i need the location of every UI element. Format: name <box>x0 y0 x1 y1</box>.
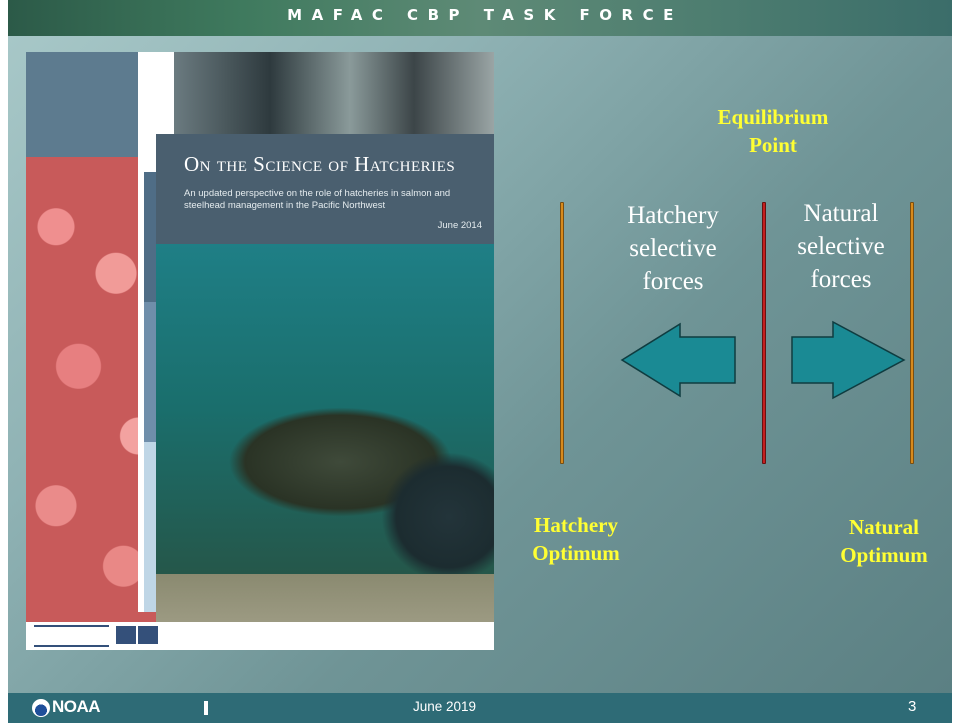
report-cover-image: On the Science of Hatcheries An updated … <box>26 52 494 650</box>
cover-corner-bar <box>26 52 146 157</box>
cover-subtitle: An updated perspective on the role of ha… <box>184 188 451 211</box>
footer-separator <box>204 701 208 715</box>
hatchery-optimum-label: Hatchery Optimum <box>532 513 620 565</box>
slide: MAFAC CBP TASK FORCE On the Science of H… <box>8 0 952 723</box>
fish-icon <box>116 626 136 644</box>
natural-optimum-label: Natural Optimum <box>840 515 928 567</box>
slide-header-title: MAFAC CBP TASK FORCE <box>287 6 683 24</box>
hatchery-optimum-line <box>560 202 564 464</box>
hsrg-logo <box>34 625 109 647</box>
hatchery-selective-forces-label: Hatchery selective forces <box>627 202 719 295</box>
noaa-logo-text: NOAA <box>52 697 101 716</box>
footer-bar: NOAA June 2019 3 <box>8 693 952 723</box>
cover-date: June 2014 <box>437 220 482 231</box>
noaa-emblem-icon <box>32 699 50 717</box>
natural-optimum-line <box>910 202 914 464</box>
riverbed-rock <box>156 574 494 622</box>
right-arrow <box>791 320 906 400</box>
footer-date: June 2019 <box>413 699 477 714</box>
equilibrium-point-label: Equilibrium Point <box>717 105 829 157</box>
page-number: 3 <box>908 698 917 715</box>
natural-selective-forces-label: Natural selective forces <box>797 200 885 293</box>
left-arrow <box>620 322 736 398</box>
equilibrium-line <box>762 202 766 464</box>
cover-photo-strip <box>174 52 494 134</box>
cover-footer <box>26 622 494 650</box>
header-band: MAFAC CBP TASK FORCE <box>8 0 952 36</box>
force-arrows <box>620 320 906 400</box>
fish-icons <box>116 626 162 646</box>
cover-title-panel: On the Science of Hatcheries An updated … <box>156 134 494 244</box>
fish-icon <box>138 626 158 644</box>
salmon-fish-image-2 <box>381 452 494 582</box>
cover-title: On the Science of Hatcheries <box>184 152 456 176</box>
